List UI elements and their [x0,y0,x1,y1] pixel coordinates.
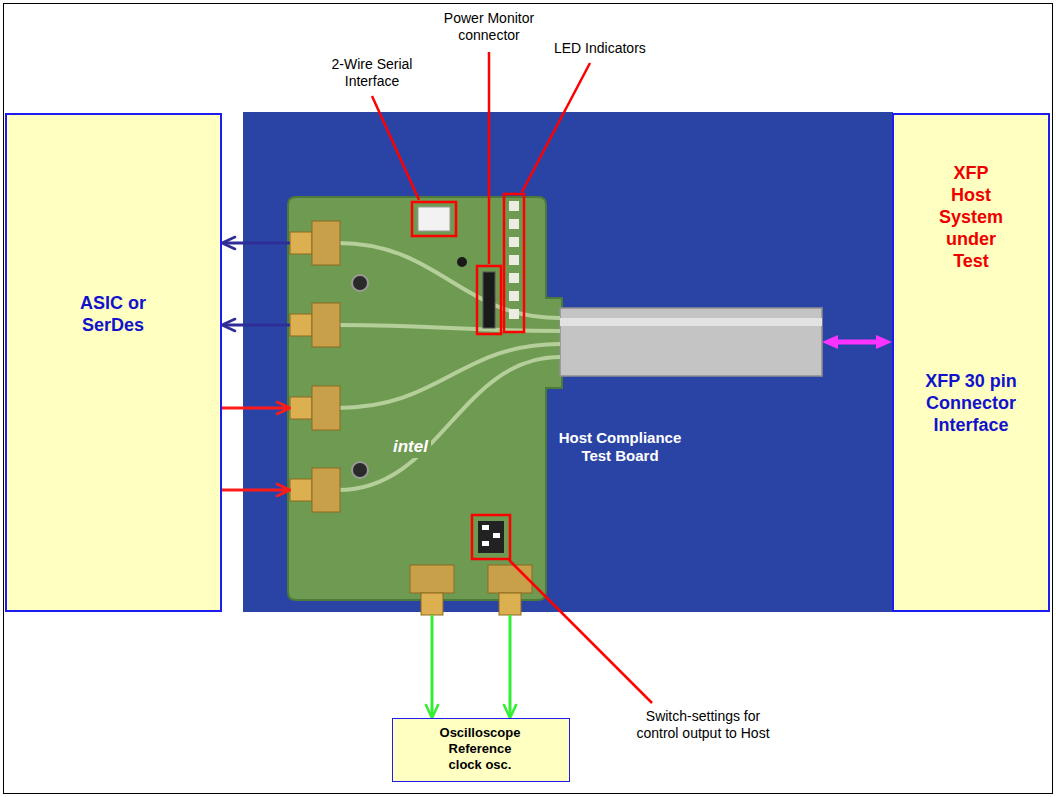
callout-label: Power Monitor connector [437,10,541,44]
highlight-box [477,266,501,334]
instrument-box: Oscilloscope Reference clock osc. [392,718,570,782]
clock-arrow [431,615,434,716]
led [509,309,519,319]
switch-toggle [482,541,489,546]
box-title: Oscilloscope Reference clock osc. [432,725,528,773]
mount-hole [352,462,368,478]
sma-flange [312,303,340,347]
pcb-trace [338,344,560,408]
switch-toggle [493,533,500,538]
box-title: ASIC or SerDes [71,293,155,337]
serial-connector [418,207,450,231]
highlight-box [504,194,524,332]
box-title: XFP Host System under Test [934,163,1008,273]
signal-arrow [222,407,288,410]
sma-flange [312,221,340,265]
cable-sheen [560,318,822,326]
led [509,219,519,229]
switch-toggle [482,525,489,530]
sma-flange [312,386,340,430]
signal-arrow [224,324,290,327]
led [509,273,519,283]
board-logo: intel [390,437,431,458]
leader-line [522,63,590,192]
test-board: Host Compliance Test Board [290,195,822,615]
sma-barrel [421,593,443,615]
callout-label: 2-Wire Serial Interface [320,56,424,90]
board-title: Host Compliance Test Board [550,429,690,466]
leader-line [488,52,491,264]
leader-line [509,560,652,703]
clock-arrow [509,615,512,716]
component [457,257,467,267]
pcb-trace [338,325,560,331]
highlight-box [412,202,456,236]
sma-flange [488,565,532,593]
flex-cable [560,308,822,376]
highlight-box [472,515,510,559]
sma-barrel [290,314,312,336]
led [509,201,519,211]
sma-barrel [290,479,312,501]
component-box: ASIC or SerDes [5,113,222,612]
photo-background [243,112,893,612]
led [509,237,519,247]
sma-barrel [290,232,312,254]
mount-hole [352,275,368,291]
box-subtitle: XFP 30 pin Connector Interface [907,371,1035,437]
sma-barrel [499,593,521,615]
power-connector [483,272,495,328]
pcb-trace [338,243,560,318]
leader-line [372,96,419,200]
led [509,255,519,265]
pcb-trace [338,357,560,490]
led [509,291,519,301]
signal-arrow [224,242,290,245]
frame [4,4,1053,794]
connector-arrow [832,340,882,345]
callout-label: Switch-settings for control output to Ho… [623,708,783,742]
host-box: XFP Host System under TestXFP 30 pin Con… [892,113,1050,612]
signal-arrow [222,489,288,492]
dip-switch [478,521,504,553]
sma-flange [410,565,454,593]
sma-barrel [290,397,312,419]
pcb [288,197,562,600]
callout-label: LED Indicators [554,40,646,57]
sma-flange [312,468,340,512]
